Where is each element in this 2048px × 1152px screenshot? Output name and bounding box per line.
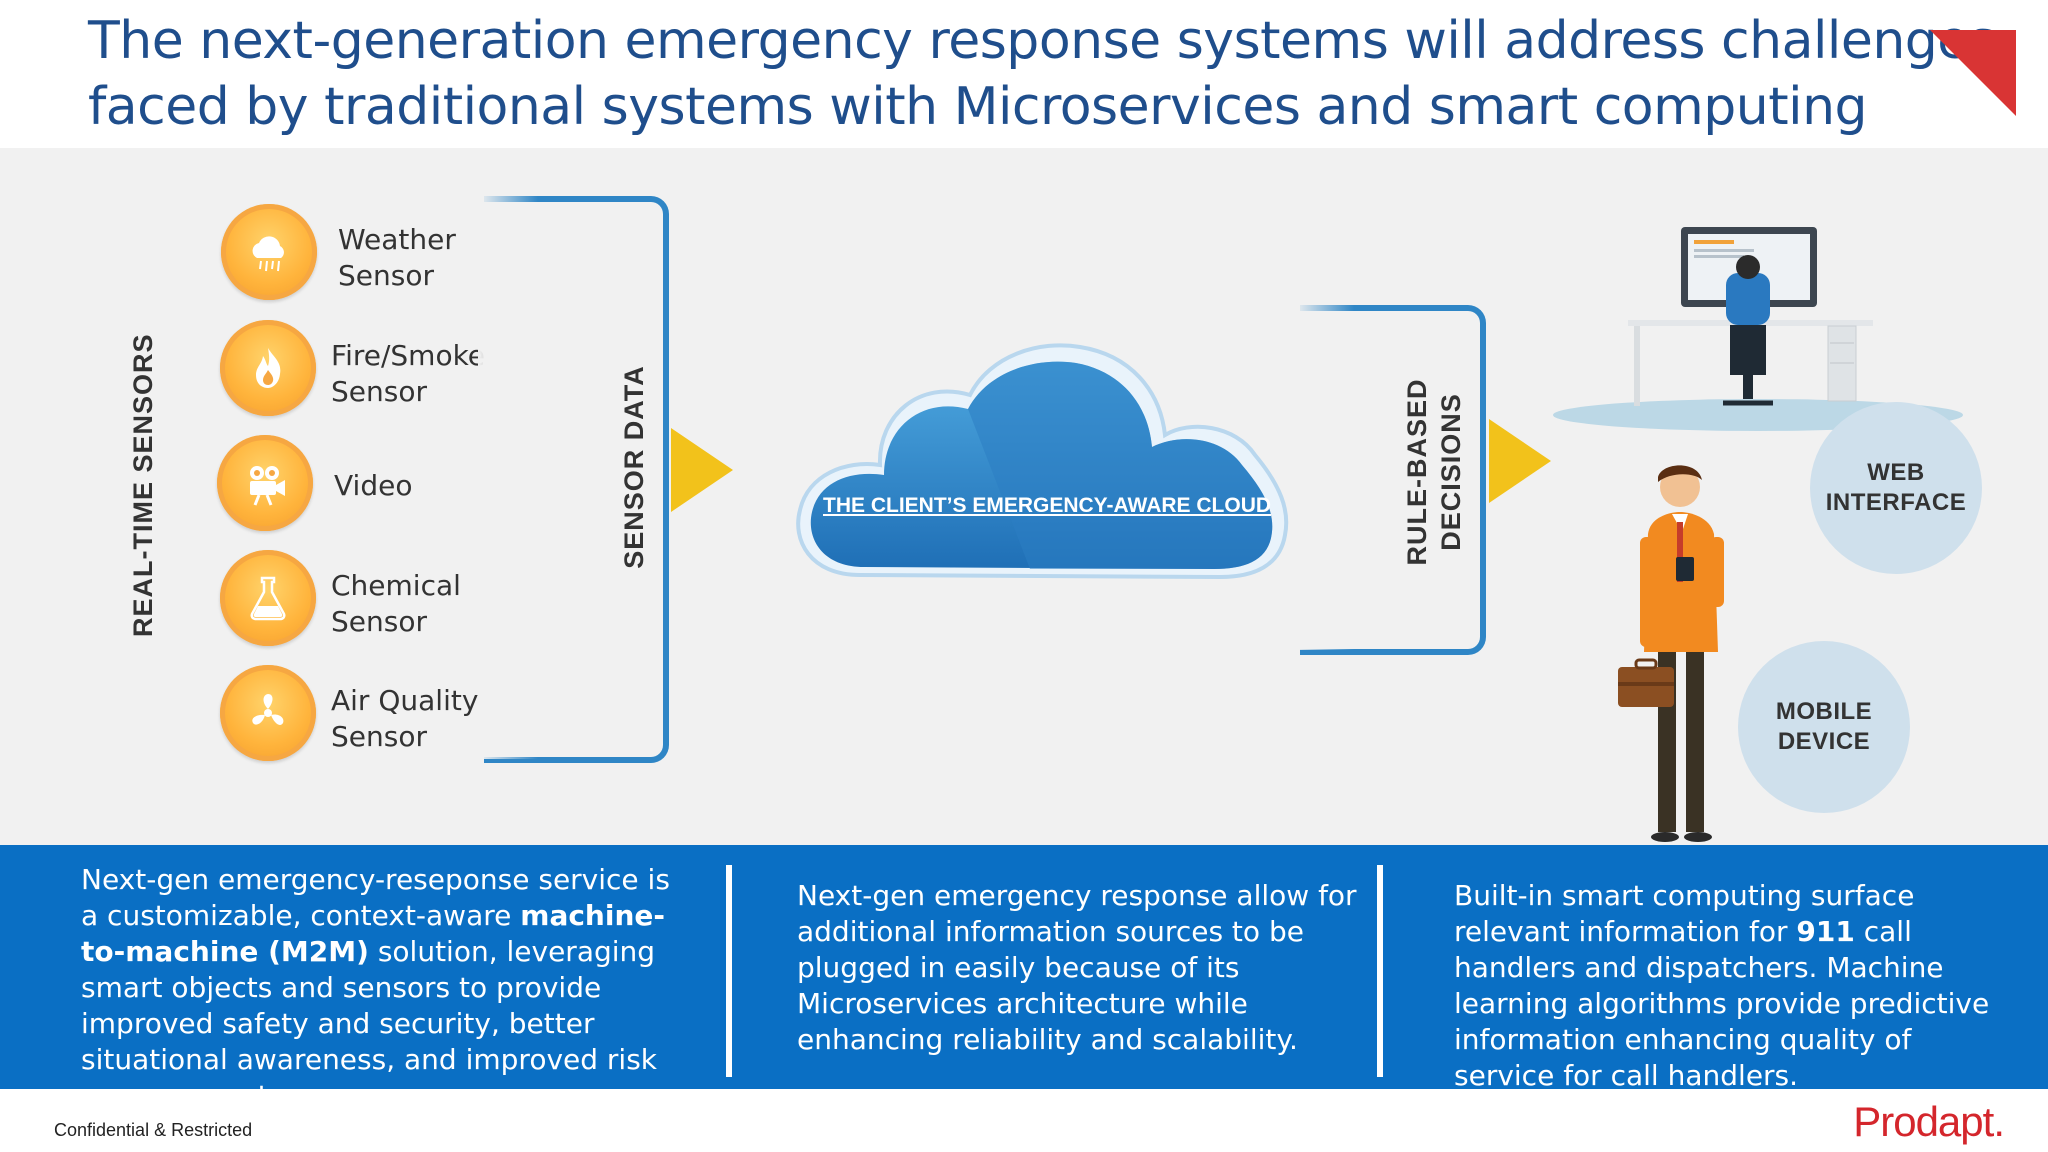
slide-title-line-2: faced by traditional systems with Micros… (88, 77, 1868, 137)
summary-divider-1 (726, 865, 732, 1077)
fire-smoke-sensor-label: Fire/Smoke Sensor (331, 339, 486, 408)
mobile-device-badge: MOBILE DEVICE (1738, 641, 1910, 813)
air-quality-sensor-label: Air Quality Sensor (331, 684, 479, 753)
slide-title: The next-generation emergency response s… (88, 8, 1996, 140)
slide-title-line-1: The next-generation emergency response s… (88, 11, 1996, 71)
video-sensor-label: Video (334, 469, 413, 502)
chemical-sensor-label: Chemical Sensor (331, 569, 461, 638)
summary-band (0, 845, 2048, 1089)
decisions-bracket-fade (1294, 300, 1354, 650)
air-quality-sensor-icon (220, 665, 316, 761)
fire-smoke-sensor-icon (220, 320, 316, 416)
cloud-rain-icon (252, 236, 284, 272)
decisions-bracket (1300, 305, 1486, 655)
confidential-notice: Confidential & Restricted (54, 1120, 253, 1140)
real-time-sensors-label: REAL-TIME SENSORS (128, 333, 158, 637)
prodapt-logo: Prodapt. (1853, 1098, 2005, 1145)
fan-icon (252, 694, 284, 726)
web-interface-badge: WEB INTERFACE (1810, 402, 1982, 574)
sensor-data-bracket-fade (478, 192, 538, 759)
weather-sensor-icon (221, 204, 317, 300)
sensor-data-bracket (484, 196, 669, 763)
summary-panel-3: Built-in smart computing surface relevan… (1454, 879, 1990, 1092)
video-camera-icon (250, 466, 285, 506)
cloud-icon (796, 343, 1289, 580)
summary-panel-2: Next-gen emergency response allow for ad… (797, 879, 1357, 1056)
flame-icon (256, 348, 281, 388)
video-sensor-icon (217, 435, 313, 531)
flask-icon (250, 576, 286, 621)
arrow-to-outputs-icon (1489, 419, 1551, 503)
cloud-label-link[interactable]: THE CLIENT’S EMERGENCY-AWARE CLOUD (823, 494, 1272, 517)
summary-divider-2 (1377, 865, 1383, 1077)
sensor-data-label: SENSOR DATA (619, 365, 649, 569)
chemical-sensor-icon (220, 550, 316, 646)
arrow-to-cloud-icon (671, 428, 733, 512)
rule-based-decisions-label: RULE-BASED DECISIONS (1402, 378, 1466, 566)
summary-panel-1: Next-gen emergency-reseponse service is … (81, 863, 670, 1112)
businessman-icon (1618, 465, 1724, 842)
weather-sensor-label: Weather Sensor (338, 223, 456, 292)
corner-triangle-icon (1930, 30, 2016, 116)
